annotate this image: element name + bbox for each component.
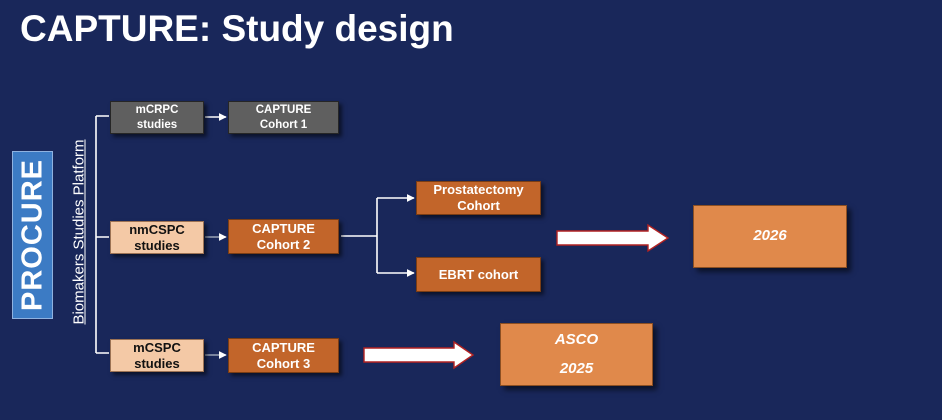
- mcrpc-studies-box: mCRPC studies: [110, 101, 204, 134]
- procure-logo: PROCURE: [12, 151, 53, 319]
- block-arrow-asco: [363, 340, 475, 370]
- milestone-asco-2025-box: ASCO 2025: [500, 323, 653, 386]
- capture-cohort-3-box: CAPTURE Cohort 3: [228, 338, 339, 373]
- capture-cohort-1-box: CAPTURE Cohort 1: [228, 101, 339, 134]
- block-arrow-2026: [556, 223, 670, 253]
- platform-label: Biomakers Studies Platform: [70, 139, 88, 325]
- slide-title: CAPTURE: Study design: [20, 8, 454, 49]
- bracket-line: [95, 115, 109, 354]
- prostatectomy-cohort-box: Prostatectomy Cohort: [416, 181, 541, 215]
- split-line: [341, 198, 378, 273]
- procure-logo-text: PROCURE: [16, 158, 48, 312]
- nmcspc-studies-box: nmCSPC studies: [110, 221, 204, 254]
- mcspc-studies-box: mCSPC studies: [110, 339, 204, 372]
- capture-cohort-2-box: CAPTURE Cohort 2: [228, 219, 339, 254]
- ebrt-cohort-box: EBRT cohort: [416, 257, 541, 292]
- milestone-2026-box: 2026: [693, 205, 847, 268]
